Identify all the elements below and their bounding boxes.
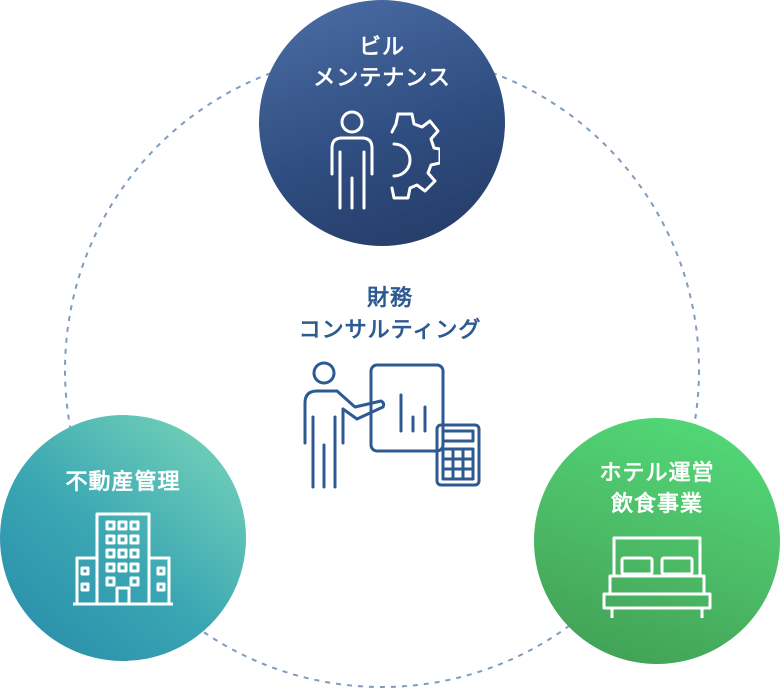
hotel-food-title: ホテル運営 飲食事業	[599, 461, 715, 517]
financial-consulting-title: 財務 コンサルティング	[298, 286, 482, 343]
presentation-calculator-icon	[303, 361, 481, 489]
building-icon	[73, 512, 173, 606]
person-gear-icon	[330, 110, 440, 210]
building-maintenance-node: ビル メンテナンス	[259, 0, 505, 246]
financial-consulting-node: 財務 コンサルティング	[260, 283, 520, 491]
real-estate-management-node: 不動産管理	[0, 415, 246, 661]
bed-icon	[602, 536, 712, 618]
real-estate-management-title: 不動産管理	[65, 470, 181, 495]
hotel-food-node: ホテル運営 飲食事業	[534, 418, 780, 664]
building-maintenance-title: ビル メンテナンス	[313, 35, 451, 91]
